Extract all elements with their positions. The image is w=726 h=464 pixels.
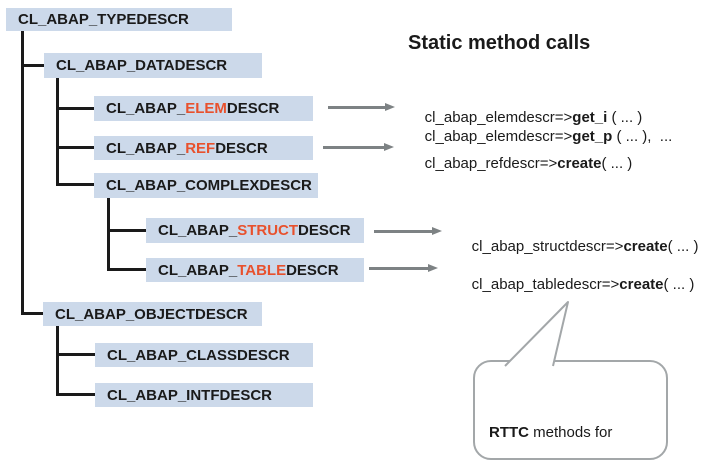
call-method-name: create: [619, 276, 664, 293]
tree-node-cl-abap-complexdescr: CL_ABAP_COMPLEXDESCR: [94, 173, 318, 198]
node-label: CL_ABAP_: [106, 100, 186, 117]
call-suffix: ( ... ): [601, 155, 633, 172]
call-prefix: cl_abap_refdescr=>: [424, 155, 558, 172]
tree-connector-branch-structdescr: [107, 229, 147, 232]
arrow-refdescr-icon: [323, 143, 394, 152]
arrow-shaft: [323, 146, 386, 149]
node-label: CL_ABAP_CLASSDESCR: [107, 346, 290, 364]
node-label: DESCR: [286, 261, 339, 279]
tree-connector-vertical-objectdescr: [56, 326, 59, 396]
node-label: CL_ABAP_INTFDESCR: [107, 386, 273, 404]
method-call-ref-create: cl_abap_refdescr=>create( ... ): [408, 138, 633, 189]
call-suffix: ( ... ): [667, 238, 699, 255]
node-label: CL_ABAP_DATADESCR: [56, 57, 228, 74]
tree-node-cl-abap-typedescr: CL_ABAP_TYPEDESCR: [6, 8, 232, 31]
tree-connector-branch-intfdescr: [56, 393, 96, 396]
tree-connector-branch-classdescr: [56, 353, 96, 356]
tree-connector-branch-refdescr: [56, 146, 95, 149]
method-call-struct-create: cl_abap_structdescr=>create( ... ): [455, 221, 699, 272]
call-method-name: get_i: [572, 109, 608, 126]
method-call-get-i: cl_abap_elemdescr=>get_i ( ... ): [408, 92, 643, 143]
call-suffix: ( ... ), ...: [612, 128, 673, 145]
tree-node-cl-abap-objectdescr: CL_ABAP_OBJECTDESCR: [43, 302, 262, 326]
tree-connector-branch-elemdescr: [56, 107, 95, 110]
arrow-shaft: [328, 106, 387, 109]
node-label: DESCR: [226, 100, 280, 117]
arrow-head-icon: [432, 227, 442, 235]
callout-bubble-text: RTTC methods for generation of type obje…: [489, 380, 612, 464]
node-label: CL_ABAP_: [158, 222, 238, 239]
method-call-get-p: cl_abap_elemdescr=>get_p ( ... ), ...: [408, 111, 673, 162]
tree-connector-vertical-datadescr: [56, 78, 59, 186]
tree-connector-branch-tabledescr: [107, 268, 147, 271]
node-label: DESCR: [298, 222, 351, 239]
node-label: CL_ABAP_OBJECTDESCR: [55, 305, 248, 323]
callout-bold-term: RTTC: [489, 424, 529, 441]
callout-bubble: [473, 360, 668, 460]
arrow-head-icon: [384, 143, 394, 151]
tree-connector-branch-objectdescr: [21, 312, 44, 315]
call-suffix: ( ... ): [663, 276, 695, 293]
node-label: DESCR: [215, 139, 268, 157]
arrow-elemdescr-icon: [328, 103, 395, 112]
call-prefix: cl_abap_structdescr=>: [471, 238, 624, 255]
call-method-name: create: [623, 238, 668, 255]
node-label: CL_ABAP_TYPEDESCR: [18, 11, 189, 28]
callout-line-1: RTTC methods for: [489, 422, 612, 443]
call-method-name: create: [557, 155, 602, 172]
node-label-highlight: TABLE: [237, 261, 287, 279]
node-label-highlight: STRUCT: [237, 222, 299, 239]
node-label-highlight: REF: [185, 139, 216, 157]
node-label: CL_ABAP_: [158, 261, 238, 279]
tree-connector-branch-complexdescr: [56, 183, 95, 186]
tree-connector-vertical-complexdescr: [107, 198, 110, 271]
arrow-head-icon: [385, 103, 395, 111]
tree-node-cl-abap-intfdescr: CL_ABAP_INTFDESCR: [95, 383, 313, 407]
call-prefix: cl_abap_elemdescr=>: [424, 109, 573, 126]
node-label: CL_ABAP_: [106, 139, 186, 157]
callout-line-1-rest: methods for: [529, 424, 613, 441]
call-method-name: get_p: [572, 128, 613, 145]
tree-connector-vertical-typedescr: [21, 31, 24, 315]
method-call-table-create: cl_abap_tabledescr=>create( ... ): [455, 259, 695, 310]
tree-connector-branch-datadescr: [21, 64, 45, 67]
node-label-highlight: ELEM: [185, 100, 227, 117]
call-suffix: ( ... ): [607, 109, 643, 126]
node-label: CL_ABAP_COMPLEXDESCR: [106, 177, 312, 194]
section-title: Static method calls: [408, 32, 591, 54]
arrow-shaft: [369, 267, 430, 270]
arrow-shaft: [374, 230, 434, 233]
tree-node-cl-abap-datadescr: CL_ABAP_DATADESCR: [44, 53, 262, 78]
call-prefix: cl_abap_tabledescr=>: [471, 276, 620, 293]
arrow-tabledescr-icon: [369, 264, 438, 273]
arrow-head-icon: [428, 264, 438, 272]
arrow-structdescr-icon: [374, 227, 442, 236]
call-prefix: cl_abap_elemdescr=>: [424, 128, 573, 145]
tree-node-cl-abap-classdescr: CL_ABAP_CLASSDESCR: [95, 343, 313, 367]
